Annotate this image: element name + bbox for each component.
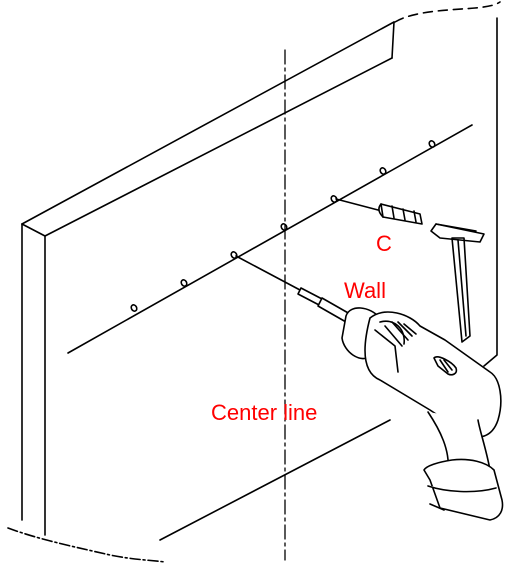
- lower-holes: [130, 279, 188, 312]
- drill-guide-line: [235, 255, 301, 291]
- level-line: [67, 124, 473, 354]
- wall-top-break: [394, 1, 501, 23]
- panel-bottom-break: [7, 527, 166, 563]
- power-drill-icon: [297, 287, 504, 521]
- wall-label: Wall: [344, 278, 386, 303]
- drill-holes: [230, 140, 436, 259]
- center-line-label: Center line: [211, 400, 317, 425]
- hammer-icon: [430, 223, 485, 343]
- anchor-label-c: C: [376, 231, 392, 256]
- wall-panel: [21, 21, 395, 541]
- wall-edge-line: [483, 17, 498, 367]
- wall-anchor: [335, 198, 423, 225]
